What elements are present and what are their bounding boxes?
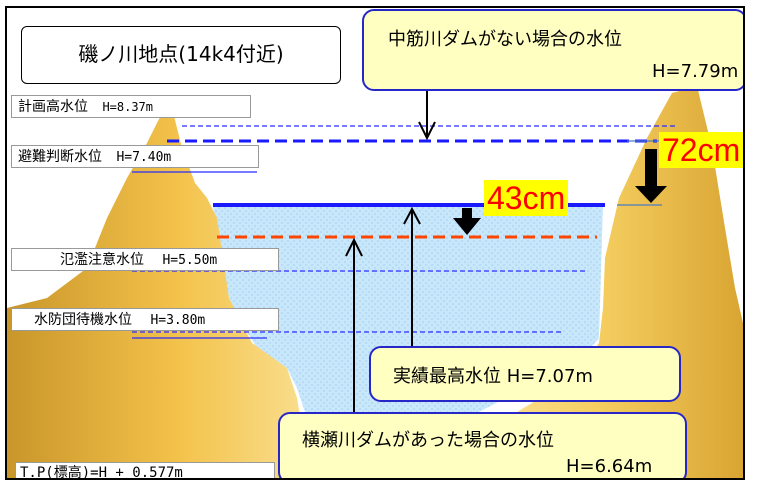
callout-no-dam: 中筋川ダムがない場合の水位 H=7.79m [362, 9, 743, 91]
yokose-effect-arrow [453, 208, 481, 235]
level-label-standby: 水防団待機水位 H=3.80m [11, 308, 279, 331]
callout-record: 実績最高水位 H=7.07m [369, 346, 681, 402]
level-name: 氾濫注意水位 [60, 252, 144, 268]
level-name: 水防団待機水位 [34, 312, 132, 328]
left-bank [7, 108, 347, 478]
no-dam-arrow [418, 88, 436, 141]
level-name: 計画高水位 [18, 99, 88, 115]
level-value: H=8.37m [102, 100, 154, 114]
diff-yokose-effect: 43cm [484, 180, 569, 216]
level-value: H=7.40m [116, 150, 172, 165]
level-label-caution: 氾濫注意水位 H=5.50m [11, 248, 279, 271]
diff-dam-effect: 72cm [659, 132, 743, 168]
dam-effect-arrow [635, 149, 667, 203]
footer-note: T.P(標高)=H + 0.577m [15, 462, 275, 478]
callout-with-dam-text: 横瀬川ダムがあった場合の水位 [302, 430, 554, 451]
with-dam-arrow [345, 237, 363, 413]
callout-with-dam-value: H=6.64m [566, 456, 653, 477]
callout-no-dam-value: H=7.79m [652, 61, 739, 82]
page-title: 磯ノ川地点(14k4付近) [21, 26, 341, 84]
level-label-plan: 計画高水位 H=8.37m [11, 95, 251, 118]
level-value: H=3.80m [150, 313, 206, 328]
level-value: H=5.50m [162, 253, 218, 268]
callout-record-text: 実績最高水位 H=7.07m [393, 366, 593, 387]
diagram-frame: 磯ノ川地点(14k4付近) 計画高水位 H=8.37m 避難判断水位 H=7.4… [5, 6, 745, 480]
callout-no-dam-text: 中筋川ダムがない場合の水位 [388, 29, 622, 50]
record-arrow [403, 206, 421, 346]
level-name: 避難判断水位 [18, 149, 102, 165]
level-label-evacuation: 避難判断水位 H=7.40m [11, 145, 259, 168]
callout-with-dam: 横瀬川ダムがあった場合の水位 H=6.64m [278, 412, 687, 478]
